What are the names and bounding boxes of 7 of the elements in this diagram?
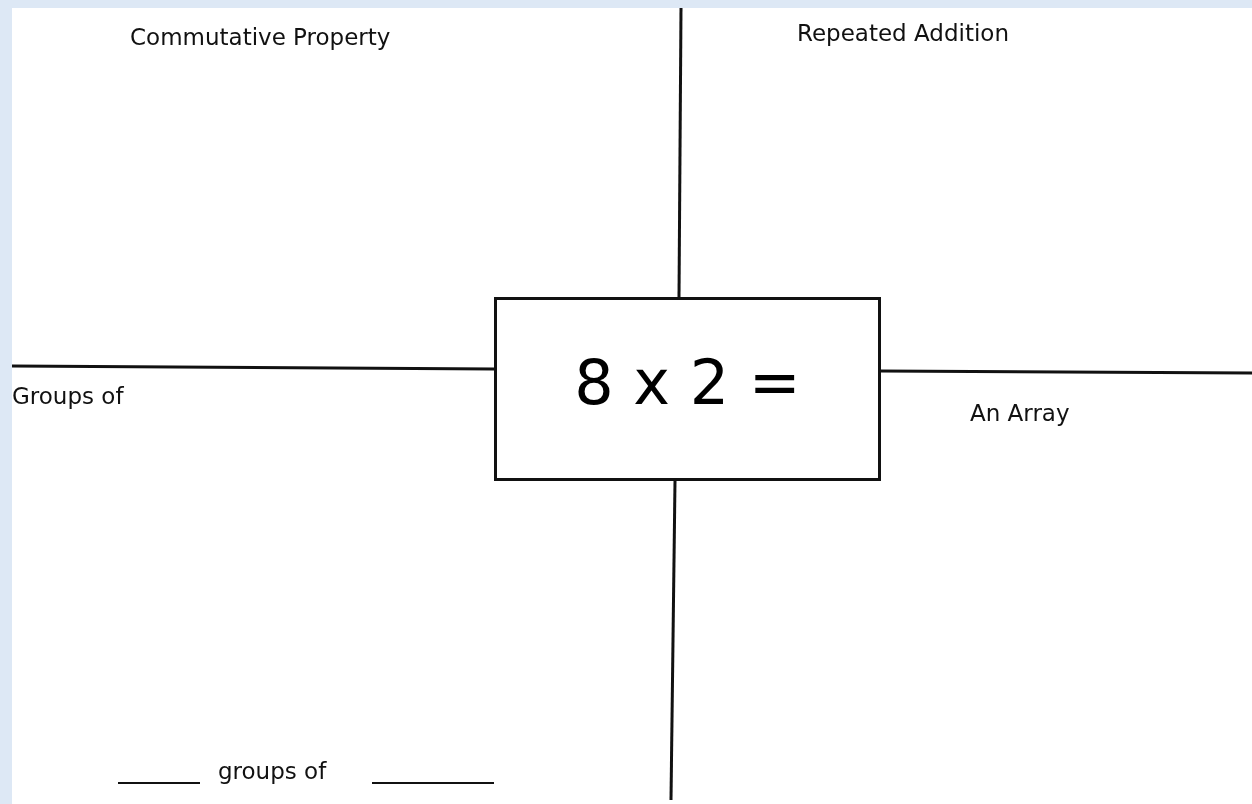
- section-heading: Repeated Addition: [797, 22, 1009, 45]
- section-heading: Commutative Property: [130, 26, 391, 49]
- section-heading: An Array: [970, 402, 1070, 425]
- problem-box: [494, 297, 881, 481]
- section-heading: Groups of: [12, 385, 124, 408]
- prompt-text: groups of: [218, 760, 327, 783]
- equation-text: 8 x 2 =: [574, 352, 801, 414]
